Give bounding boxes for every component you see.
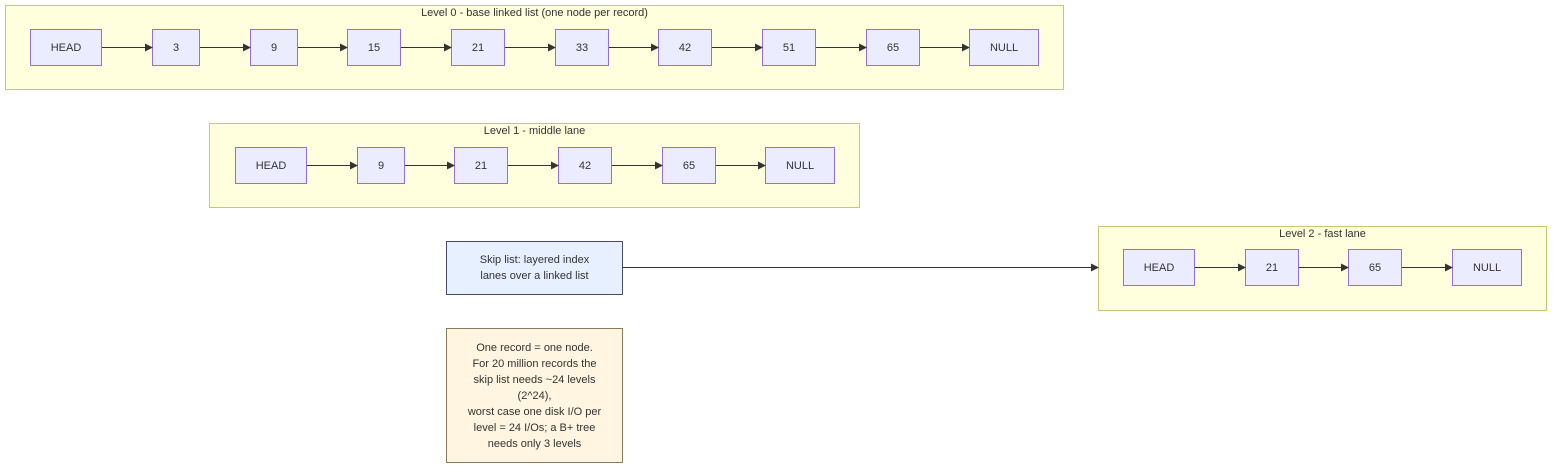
level-1-node-42: 42 <box>558 147 612 184</box>
level-0-title: Level 0 - base linked list (one node per… <box>421 7 648 19</box>
level-1-node-head: HEAD <box>235 147 307 184</box>
level-0-node-9: 9 <box>250 29 298 66</box>
level-1-title: Level 1 - middle lane <box>483 125 586 137</box>
level-0-node-42: 42 <box>658 29 712 66</box>
level-2-node-21: 21 <box>1245 249 1299 286</box>
skip-list-note-text: Skip list: layered index lanes over a li… <box>479 254 590 282</box>
records-note-text: One record = one node. For 20 million re… <box>467 341 602 450</box>
level-0-node-65: 65 <box>866 29 920 66</box>
level-1-node-65: 65 <box>662 147 716 184</box>
level-2-node-head: HEAD <box>1123 249 1195 286</box>
level-0-node-15: 15 <box>347 29 401 66</box>
level-2-node-65: 65 <box>1348 249 1402 286</box>
level-0-node-33: 33 <box>555 29 609 66</box>
level-1-node-null: NULL <box>765 147 835 184</box>
level-0-node-51: 51 <box>762 29 816 66</box>
level-1-node-9: 9 <box>357 147 405 184</box>
level-2-node-null: NULL <box>1452 249 1522 286</box>
level-1-node-21: 21 <box>454 147 508 184</box>
level-0-node-head: HEAD <box>30 29 102 66</box>
level-0-node-null: NULL <box>969 29 1039 66</box>
level-2-title: Level 2 - fast lane <box>1279 228 1366 240</box>
level-0-node-3: 3 <box>152 29 200 66</box>
records-note: One record = one node. For 20 million re… <box>446 328 623 463</box>
skip-list-note: Skip list: layered index lanes over a li… <box>446 241 623 295</box>
level-0-node-21: 21 <box>451 29 505 66</box>
